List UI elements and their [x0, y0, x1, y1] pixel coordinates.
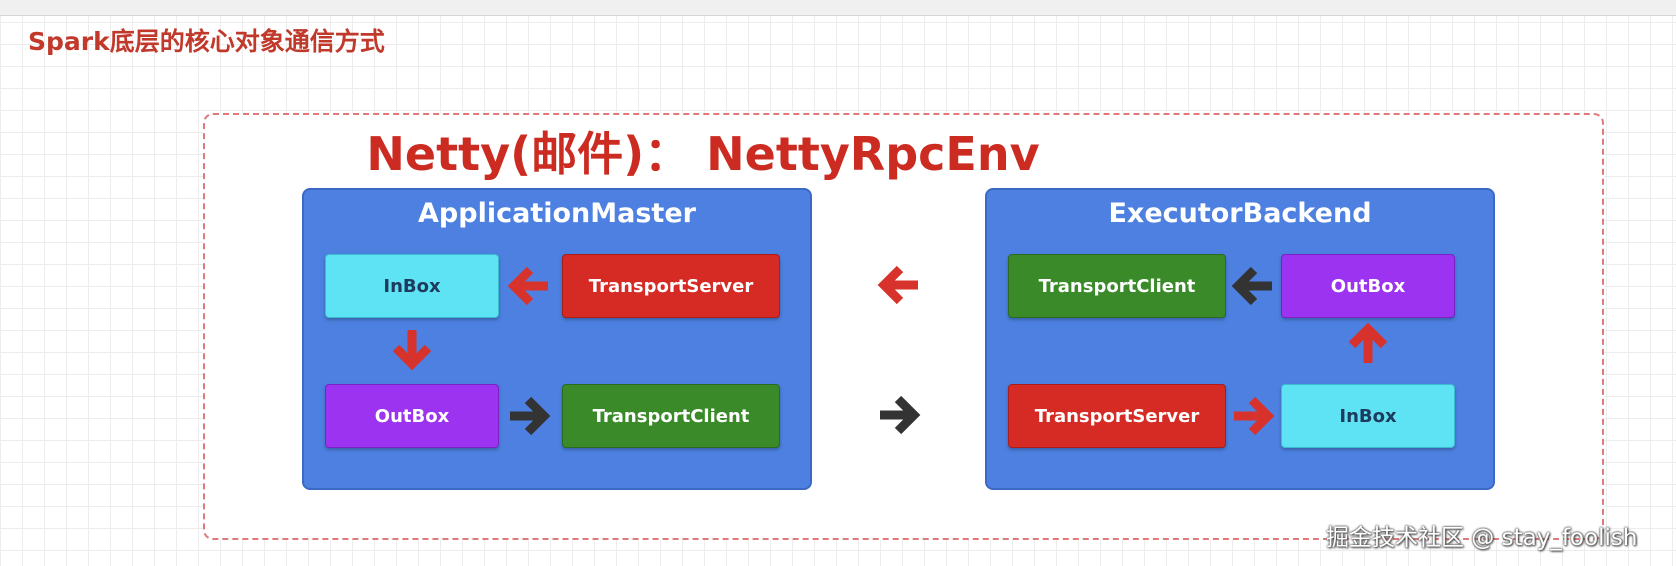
right-inbox-box: InBox	[1281, 384, 1455, 448]
arrow-right-icon	[874, 390, 924, 440]
left-outbox-box: OutBox	[325, 384, 499, 448]
left-inbox-box: InBox	[325, 254, 499, 318]
page-title: Spark底层的核心对象通信方式	[28, 27, 385, 56]
arrow-left-icon	[504, 261, 554, 311]
arrow-left-icon	[1228, 261, 1278, 311]
arrow-down-icon	[387, 324, 437, 374]
executor-backend-panel: ExecutorBackend TransportClient OutBox T…	[985, 188, 1495, 490]
diagram-title: Netty(邮件)： NettyRpcEnv	[366, 127, 1040, 181]
right-transport-server-box: TransportServer	[1008, 384, 1226, 448]
arrow-right-icon	[1228, 391, 1278, 441]
watermark: 掘金技术社区 @ stay_foolish	[1326, 525, 1638, 551]
executor-backend-title: ExecutorBackend	[1108, 198, 1372, 229]
left-transport-client-box: TransportClient	[562, 384, 780, 448]
right-outbox-box: OutBox	[1281, 254, 1455, 318]
application-master-title: ApplicationMaster	[418, 198, 696, 229]
left-transport-server-box: TransportServer	[562, 254, 780, 318]
application-master-panel: ApplicationMaster InBox TransportServer …	[302, 188, 812, 490]
arrow-right-icon	[504, 391, 554, 441]
window-top-bar	[0, 0, 1676, 16]
arrow-left-icon	[874, 260, 924, 310]
right-transport-client-box: TransportClient	[1008, 254, 1226, 318]
arrow-up-icon	[1343, 319, 1393, 369]
